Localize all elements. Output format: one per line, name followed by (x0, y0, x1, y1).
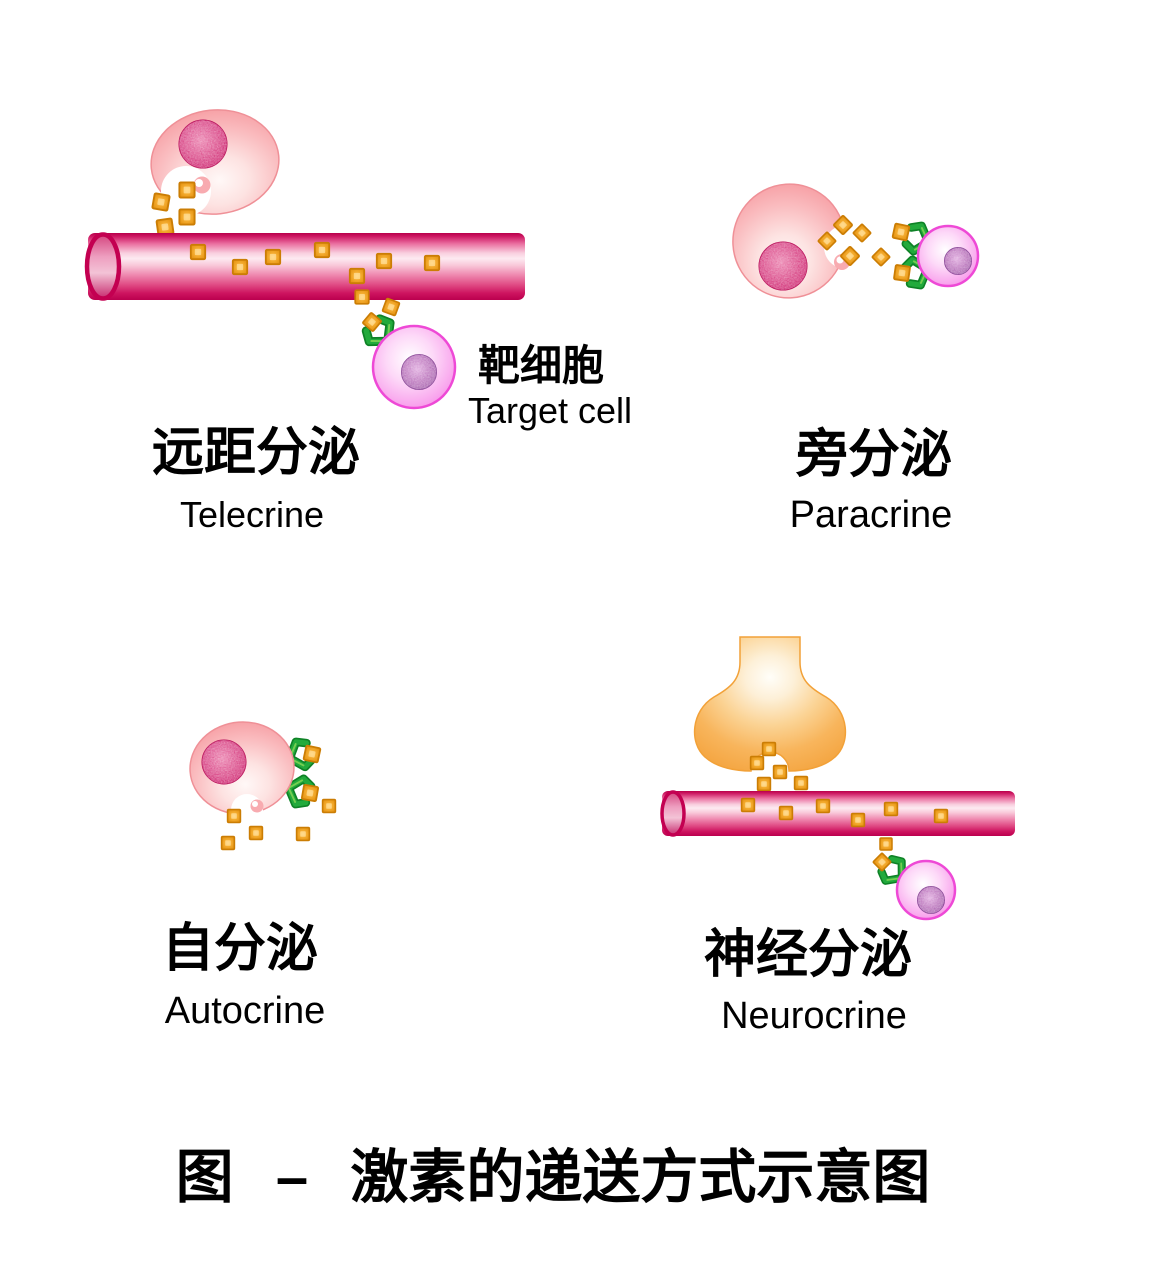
hormone-particle-icon (793, 775, 809, 791)
autocrine-label-en: Autocrine (164, 990, 326, 1032)
telecrine-label-zh: 远距分泌 (151, 424, 361, 482)
hormone-particle-icon (321, 798, 337, 814)
neurocrine-label-zh: 神经分泌 (703, 926, 913, 984)
blood-vessel (660, 790, 1015, 837)
hormone-particle-icon (749, 755, 765, 771)
hormone-particle-icon (381, 297, 401, 317)
hormone-particle-icon (883, 801, 899, 817)
hormone-particle-icon (348, 267, 366, 285)
hormone-particle-icon (740, 797, 756, 813)
hormone-particle-icon (178, 181, 196, 199)
blood-vessel (84, 232, 525, 301)
paracrine-panel (732, 183, 980, 299)
hormone-particle-icon (178, 208, 196, 226)
hormone-particle-icon (891, 222, 911, 242)
target-cell (895, 859, 957, 921)
autocrine-label-zh: 自分泌 (161, 920, 319, 978)
target-cell (371, 324, 457, 410)
hormone-particle-icon (354, 289, 370, 305)
telecrine-panel (84, 109, 525, 410)
target-cell-label-zh: 靶细胞 (477, 342, 605, 389)
secretory-cell (189, 721, 295, 826)
hormone-particle-icon (778, 805, 794, 821)
autocrine-panel (189, 721, 337, 851)
hormone-particle-icon (815, 798, 831, 814)
hormone-particle-icon (313, 241, 331, 259)
hormone-particle-icon (772, 764, 788, 780)
hormone-particle-icon (761, 741, 777, 757)
hormone-particle-icon (871, 247, 891, 267)
hormone-particle-icon (302, 744, 322, 764)
hormone-particle-icon (189, 243, 207, 261)
hormone-particle-icon (756, 776, 772, 792)
target-cell-label-en: Target cell (467, 390, 633, 431)
vessel-lumen (660, 790, 686, 837)
target-cell (916, 224, 980, 288)
paracrine-label-zh: 旁分泌 (795, 426, 953, 484)
hormone-particle-icon (220, 835, 236, 851)
paracrine-label-en: Paracrine (789, 494, 953, 536)
hormone-particle-icon (375, 252, 393, 270)
hormone-particle-icon (423, 254, 441, 272)
hormone-particle-icon (295, 826, 311, 842)
hormone-particle-icon (300, 783, 320, 803)
hormone-particle-icon (231, 258, 249, 276)
hormone-particle-icon (151, 192, 171, 212)
hormone-particle-icon (226, 808, 242, 824)
secretory-cell (732, 183, 868, 299)
neurocrine-panel (660, 636, 1015, 921)
hormone-particle-icon (933, 808, 949, 824)
hormone-particle-icon (879, 837, 893, 851)
figure-caption: 图 – 激素的递送方式示意图 (175, 1145, 931, 1210)
telecrine-label-en: Telecrine (179, 494, 325, 535)
hormone-particle-icon (872, 852, 892, 872)
vessel-lumen (84, 232, 122, 301)
hormone-particle-icon (850, 812, 866, 828)
neurocrine-label-en: Neurocrine (721, 995, 907, 1037)
hormone-particle-icon (892, 263, 912, 283)
hormone-particle-icon (248, 825, 264, 841)
hormone-particle-icon (264, 248, 282, 266)
